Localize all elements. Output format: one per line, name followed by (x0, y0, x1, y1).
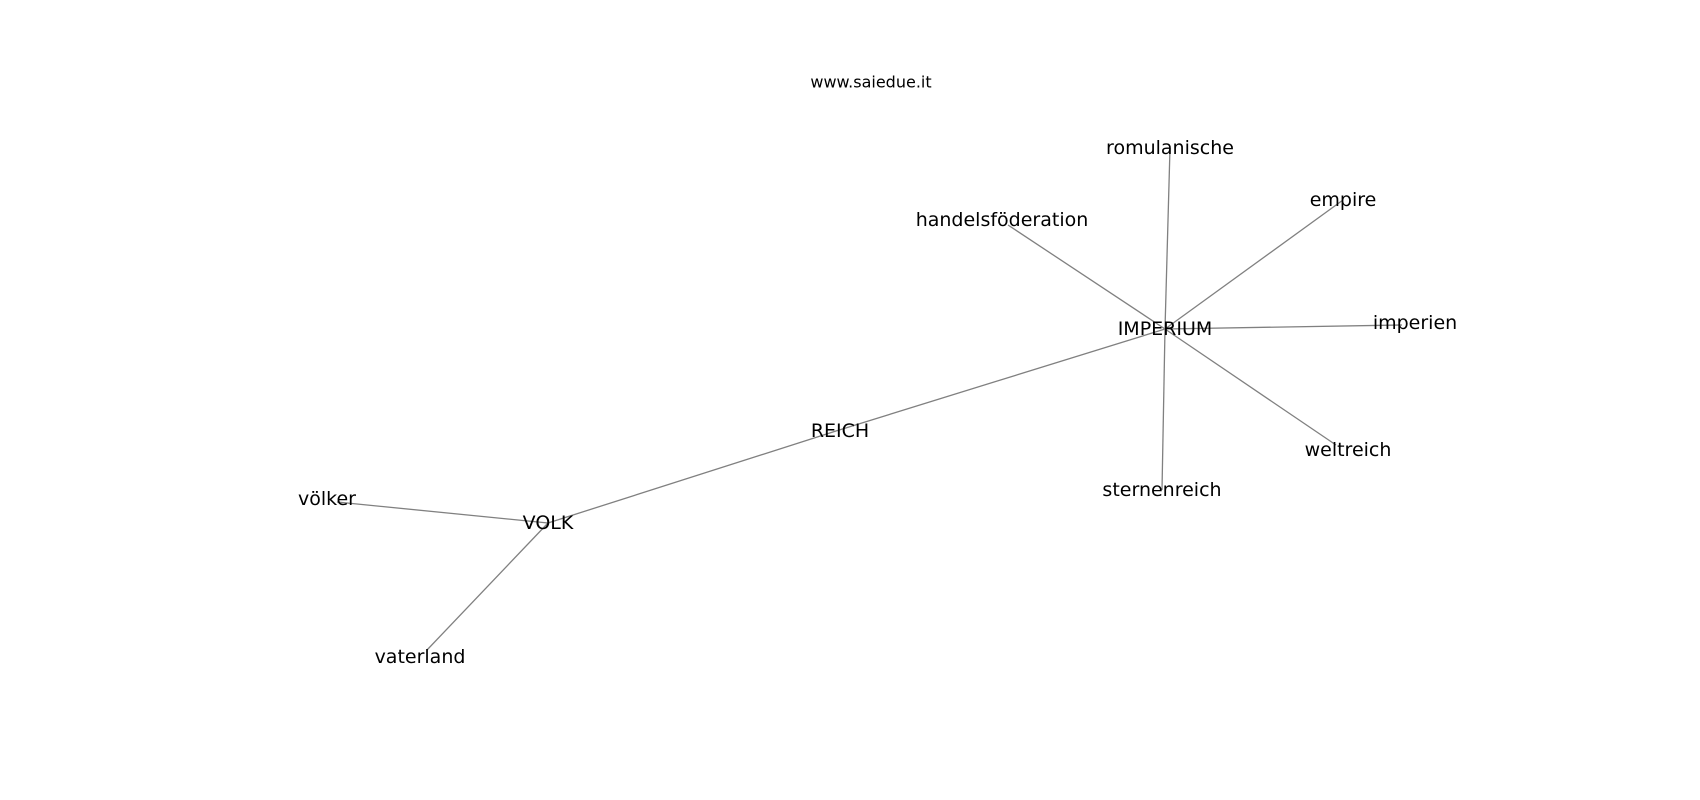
edge-reich-volk (547, 430, 837, 524)
edge-imperium-romulanische (1164, 147, 1171, 330)
edges-layer (336, 147, 1403, 651)
node-label-romulanische: romulanische (1106, 137, 1234, 159)
site-watermark: www.saiedue.it (810, 73, 931, 92)
node-label-sternenreich: sternenreich (1102, 479, 1221, 501)
edge-imperium-empire (1164, 199, 1344, 330)
edge-volk-voelker (336, 501, 549, 524)
node-label-handelsfoederation: handelsföderation (916, 209, 1089, 231)
edge-volk-vaterland (426, 522, 549, 651)
node-label-weltreich: weltreich (1305, 439, 1392, 461)
node-label-volk: VOLK (523, 512, 574, 534)
node-label-imperien: imperien (1373, 312, 1457, 334)
edge-imperium-sternenreich (1161, 328, 1166, 491)
edge-imperium-reich (835, 328, 1166, 432)
node-label-vaterland: vaterland (375, 646, 466, 668)
node-label-imperium: IMPERIUM (1118, 318, 1213, 340)
node-label-voelker: völker (298, 488, 356, 510)
edge-imperium-imperien (1164, 324, 1403, 330)
node-label-empire: empire (1310, 189, 1377, 211)
edge-imperium-handelsfoederation (1007, 224, 1166, 330)
node-label-reich: REICH (811, 420, 869, 442)
edge-imperium-weltreich (1164, 328, 1337, 446)
nodes-layer: IMPERIUM REICH VOLK romulanische handelsföde… (298, 137, 1457, 668)
